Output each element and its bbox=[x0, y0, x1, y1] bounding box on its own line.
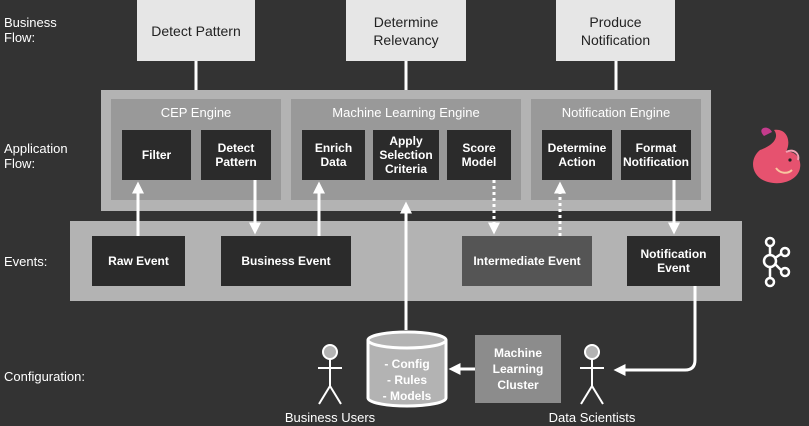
ml-step-score-model: Score Model bbox=[447, 130, 511, 180]
cep-step-filter: Filter bbox=[122, 130, 191, 180]
ml-engine-title: Machine Learning Engine bbox=[332, 105, 480, 120]
event-business: Business Event bbox=[221, 236, 351, 286]
row-label-application-flow: Application Flow: bbox=[4, 141, 68, 171]
business-users-label: Business Users bbox=[284, 410, 376, 425]
ml-step-enrich-data: Enrich Data bbox=[302, 130, 365, 180]
event-notification: Notification Event bbox=[627, 236, 720, 286]
database-contents: - Config - Rules - Models bbox=[382, 357, 432, 403]
squirrel-logo-icon bbox=[753, 127, 801, 184]
data-scientists-label: Data Scientists bbox=[548, 410, 636, 425]
notification-step-determine-action: Determine Action bbox=[542, 130, 612, 180]
business-users-actor-icon bbox=[318, 344, 342, 405]
event-raw: Raw Event bbox=[92, 236, 185, 286]
ml-step-apply-selection-criteria: Apply Selection Criteria bbox=[373, 130, 439, 180]
row-label-configuration: Configuration: bbox=[4, 369, 85, 384]
event-intermediate: Intermediate Event bbox=[462, 236, 592, 286]
cep-step-detect-pattern: Detect Pattern bbox=[201, 130, 271, 180]
ml-cluster-box: Machine Learning Cluster bbox=[475, 335, 561, 403]
row-label-events: Events: bbox=[4, 254, 48, 269]
business-step-produce-notification: Produce Notification bbox=[556, 0, 675, 61]
row-label-business-flow: Business Flow: bbox=[4, 15, 57, 45]
data-scientists-actor-icon bbox=[580, 344, 604, 405]
kafka-logo-icon bbox=[762, 236, 791, 288]
business-step-determine-relevancy: Determine Relevancy bbox=[346, 0, 466, 61]
business-step-detect-pattern: Detect Pattern bbox=[137, 0, 255, 61]
notification-engine-title: Notification Engine bbox=[561, 105, 671, 120]
arrow-notification-to-data-scientists bbox=[613, 286, 697, 376]
database-cylinder bbox=[366, 330, 448, 408]
cep-engine-title: CEP Engine bbox=[160, 105, 232, 120]
notification-step-format-notification: Format Notification bbox=[621, 130, 691, 180]
